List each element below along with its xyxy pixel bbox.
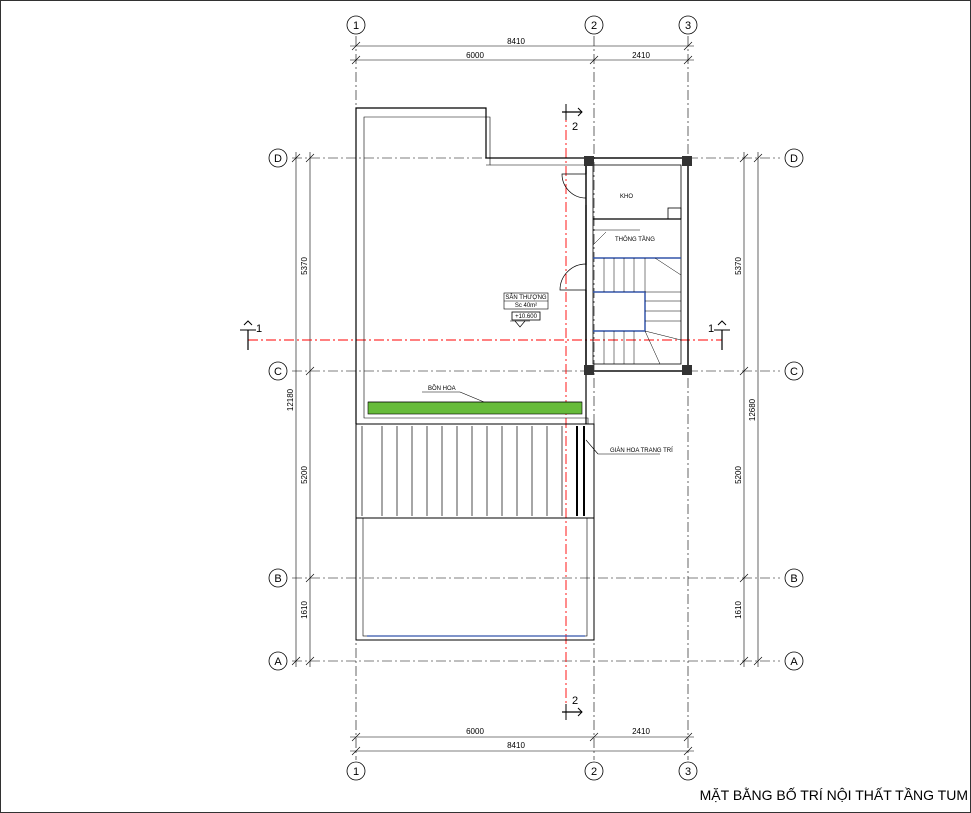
axis-bubbles: 1 2 3 1 2 3 D C B A D C B A <box>268 15 804 781</box>
label-gian-hoa: GIÀN HOA TRANG TRÍ <box>610 447 673 454</box>
dim-bottom-left: 6000 <box>466 727 484 736</box>
level-value: +10.600 <box>515 314 538 320</box>
axis-bubble-2-top: 2 <box>584 15 604 35</box>
svg-text:B: B <box>274 573 281 585</box>
axis-bubble-a-right: A <box>784 651 804 671</box>
axis-bubble-3-top: 3 <box>678 15 698 35</box>
dim-right-top: 5370 <box>734 257 743 275</box>
axis-bubble-a-left: A <box>268 651 288 671</box>
axis-bubble-b-left: B <box>268 568 288 588</box>
dim-top-total: 8410 <box>507 37 525 46</box>
label-bon-hoa: BỒN HOA <box>428 385 456 392</box>
planter <box>367 391 583 415</box>
axis-bubble-2-bottom: 2 <box>584 761 604 781</box>
axis-bubble-1-bottom: 1 <box>346 761 366 781</box>
dimension-lines: 8410 6000 2410 6000 2410 8410 5370 5200 … <box>286 37 763 756</box>
level-marker <box>503 292 549 328</box>
dim-right-middle: 5200 <box>734 466 743 484</box>
dim-left-middle: 5200 <box>300 466 309 484</box>
axis-bubble-c-left: C <box>268 361 288 381</box>
svg-text:A: A <box>274 656 282 668</box>
room-area: Sc 40m² <box>515 303 537 309</box>
dim-left-bottom: 1610 <box>300 601 309 619</box>
drawing-title: MẶT BẰNG BỐ TRÍ NỘI THẤT TẦNG TUM <box>700 786 968 803</box>
section-lines <box>248 112 722 712</box>
dim-bottom-total: 8410 <box>507 741 525 750</box>
svg-text:1: 1 <box>353 20 359 32</box>
dim-left-top: 5370 <box>300 257 309 275</box>
section-mark-2-bottom: 2 <box>562 695 583 720</box>
svg-text:D: D <box>790 153 798 165</box>
room-label-kho: KHO <box>620 194 633 200</box>
svg-text:2: 2 <box>591 20 597 32</box>
svg-text:C: C <box>274 366 282 378</box>
axis-bubble-1-top: 1 <box>346 15 366 35</box>
stair <box>592 229 682 365</box>
svg-text:2: 2 <box>572 695 578 707</box>
svg-text:2: 2 <box>572 121 578 133</box>
axis-bubble-b-right: B <box>784 568 804 588</box>
pergola-slats <box>361 426 660 516</box>
svg-text:D: D <box>274 153 282 165</box>
axis-bubble-c-right: C <box>784 361 804 381</box>
dim-bottom-right: 2410 <box>632 727 650 736</box>
axis-bubble-3-bottom: 3 <box>678 761 698 781</box>
svg-text:1: 1 <box>708 323 714 335</box>
svg-text:3: 3 <box>685 766 691 778</box>
svg-text:B: B <box>790 573 797 585</box>
section-marks: 1 1 2 2 <box>240 104 730 720</box>
svg-text:2: 2 <box>591 766 597 778</box>
dim-right-bottom: 1610 <box>734 601 743 619</box>
dim-top-right: 2410 <box>632 51 650 60</box>
svg-text:C: C <box>790 366 798 378</box>
dim-right-total: 12680 <box>748 398 757 421</box>
grid-lines <box>292 36 780 760</box>
section-mark-1-right: 1 <box>708 320 730 350</box>
svg-text:3: 3 <box>685 20 691 32</box>
svg-text:1: 1 <box>353 766 359 778</box>
walls <box>355 107 692 641</box>
axis-bubble-d-left: D <box>268 148 288 168</box>
svg-text:1: 1 <box>256 323 262 335</box>
room-label-thong-tang: THÔNG TẦNG <box>615 236 655 243</box>
dim-left-total: 12180 <box>286 388 295 411</box>
axis-bubble-d-right: D <box>784 148 804 168</box>
section-mark-2-top: 2 <box>562 104 583 133</box>
room-label-san-thuong: SÂN THƯỢNG <box>505 294 546 301</box>
section-mark-1-left: 1 <box>240 320 262 350</box>
svg-text:A: A <box>790 656 798 668</box>
dim-top-left: 6000 <box>466 51 484 60</box>
